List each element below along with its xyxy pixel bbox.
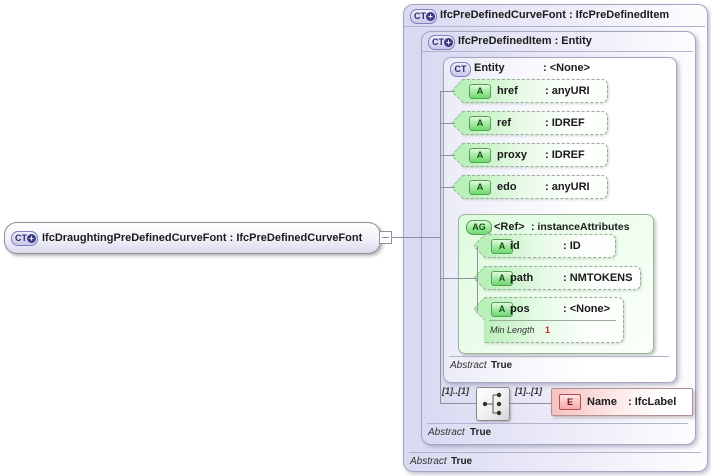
collapse-dash-icon bbox=[382, 237, 389, 238]
inner-type-title: IfcPreDefinedItem : Entity bbox=[458, 35, 592, 47]
header-separator bbox=[404, 26, 705, 27]
complex-type-plus-icon: CT + bbox=[428, 35, 455, 50]
connector-line bbox=[441, 91, 455, 92]
element-box-name[interactable]: E Name : IfcLabel bbox=[551, 388, 693, 416]
plus-badge-icon: + bbox=[27, 234, 36, 243]
header-separator bbox=[422, 51, 693, 52]
connector-line bbox=[392, 237, 440, 238]
complex-type-plus-icon: CT + bbox=[11, 231, 38, 246]
attribute-icon: A bbox=[469, 84, 491, 99]
attribute-id[interactable]: A id : ID bbox=[484, 234, 616, 258]
connector-line bbox=[441, 187, 455, 188]
attribute-name: edo bbox=[497, 181, 517, 193]
attribute-type: : IDREF bbox=[545, 149, 585, 161]
facet-separator bbox=[409, 452, 701, 453]
abstract-facet-value: True bbox=[470, 427, 492, 438]
abstract-facet-label: Abstract bbox=[410, 456, 447, 467]
outer-type-title: IfcPreDefinedCurveFont : IfcPreDefinedIt… bbox=[440, 9, 670, 21]
attribute-icon: A bbox=[469, 116, 491, 131]
connector-line bbox=[441, 123, 455, 124]
attribute-group-name: <Ref> bbox=[494, 221, 525, 233]
attribute-proxy[interactable]: A proxy : IDREF bbox=[462, 143, 608, 167]
attribute-icon: A bbox=[491, 302, 513, 317]
attribute-edo[interactable]: A edo : anyURI bbox=[462, 175, 608, 199]
abstract-facet-label: Abstract bbox=[428, 427, 465, 438]
attribute-ref[interactable]: A ref : IDREF bbox=[462, 111, 608, 135]
connector-line bbox=[440, 91, 441, 404]
connector-line bbox=[441, 155, 455, 156]
attribute-name: id bbox=[510, 240, 520, 252]
attribute-path[interactable]: A path : NMTOKENS bbox=[484, 266, 641, 290]
attribute-name: href bbox=[497, 85, 518, 97]
entity-name: Entity bbox=[474, 62, 505, 74]
attribute-icon: A bbox=[491, 271, 513, 286]
facet-separator bbox=[449, 356, 669, 357]
sequence-compositor-icon[interactable] bbox=[476, 387, 510, 421]
connector-line bbox=[441, 403, 476, 404]
abstract-facet-label: Abstract bbox=[450, 360, 487, 371]
complex-type-icon: CT bbox=[450, 62, 471, 77]
attribute-icon: A bbox=[469, 148, 491, 163]
entity-base-type: : <None> bbox=[543, 62, 591, 74]
multiplicity-label-right: [1]..[1] bbox=[515, 386, 542, 396]
abstract-facet-value: True bbox=[491, 360, 513, 371]
element-name: Name bbox=[587, 396, 617, 408]
derived-element-box[interactable]: CT + IfcDraughtingPreDefinedCurveFont : … bbox=[4, 222, 381, 254]
attribute-name: pos bbox=[510, 303, 530, 315]
attribute-name: proxy bbox=[497, 149, 527, 161]
attribute-icon: A bbox=[469, 180, 491, 195]
multiplicity-label-left: [1]..[1] bbox=[442, 386, 469, 396]
attribute-group-type: : instanceAttributes bbox=[531, 221, 630, 233]
attribute-name: path bbox=[510, 272, 534, 284]
connector-line bbox=[441, 278, 477, 279]
attribute-group-icon: AG bbox=[466, 220, 492, 235]
attribute-type: : anyURI bbox=[545, 181, 590, 193]
min-length-facet-label: Min Length bbox=[490, 325, 535, 335]
attribute-name: ref bbox=[497, 117, 512, 129]
plus-badge-icon: + bbox=[426, 12, 435, 21]
element-icon: E bbox=[559, 394, 581, 410]
connector-line bbox=[509, 403, 551, 404]
attribute-icon: A bbox=[491, 239, 513, 254]
sequence-glyph bbox=[482, 392, 502, 416]
attribute-pos[interactable]: A pos : <None> Min Length 1 bbox=[484, 297, 624, 343]
complex-type-plus-icon: CT + bbox=[410, 9, 437, 24]
facet-separator bbox=[489, 320, 616, 321]
collapse-handle[interactable] bbox=[379, 231, 392, 244]
facet-separator bbox=[427, 423, 688, 424]
plus-badge-icon: + bbox=[444, 38, 453, 47]
attribute-type: : anyURI bbox=[545, 85, 590, 97]
attribute-type: : <None> bbox=[563, 303, 611, 315]
element-type: : IfcLabel bbox=[628, 396, 677, 408]
attribute-type: : ID bbox=[563, 240, 581, 252]
abstract-facet-value: True bbox=[451, 456, 473, 467]
attribute-type: : IDREF bbox=[545, 117, 585, 129]
min-length-facet-value: 1 bbox=[545, 325, 551, 335]
connector-line bbox=[477, 246, 478, 311]
derived-element-label: IfcDraughtingPreDefinedCurveFont : IfcPr… bbox=[42, 232, 363, 244]
attribute-href[interactable]: A href : anyURI bbox=[462, 79, 608, 103]
attribute-type: : NMTOKENS bbox=[563, 272, 633, 284]
